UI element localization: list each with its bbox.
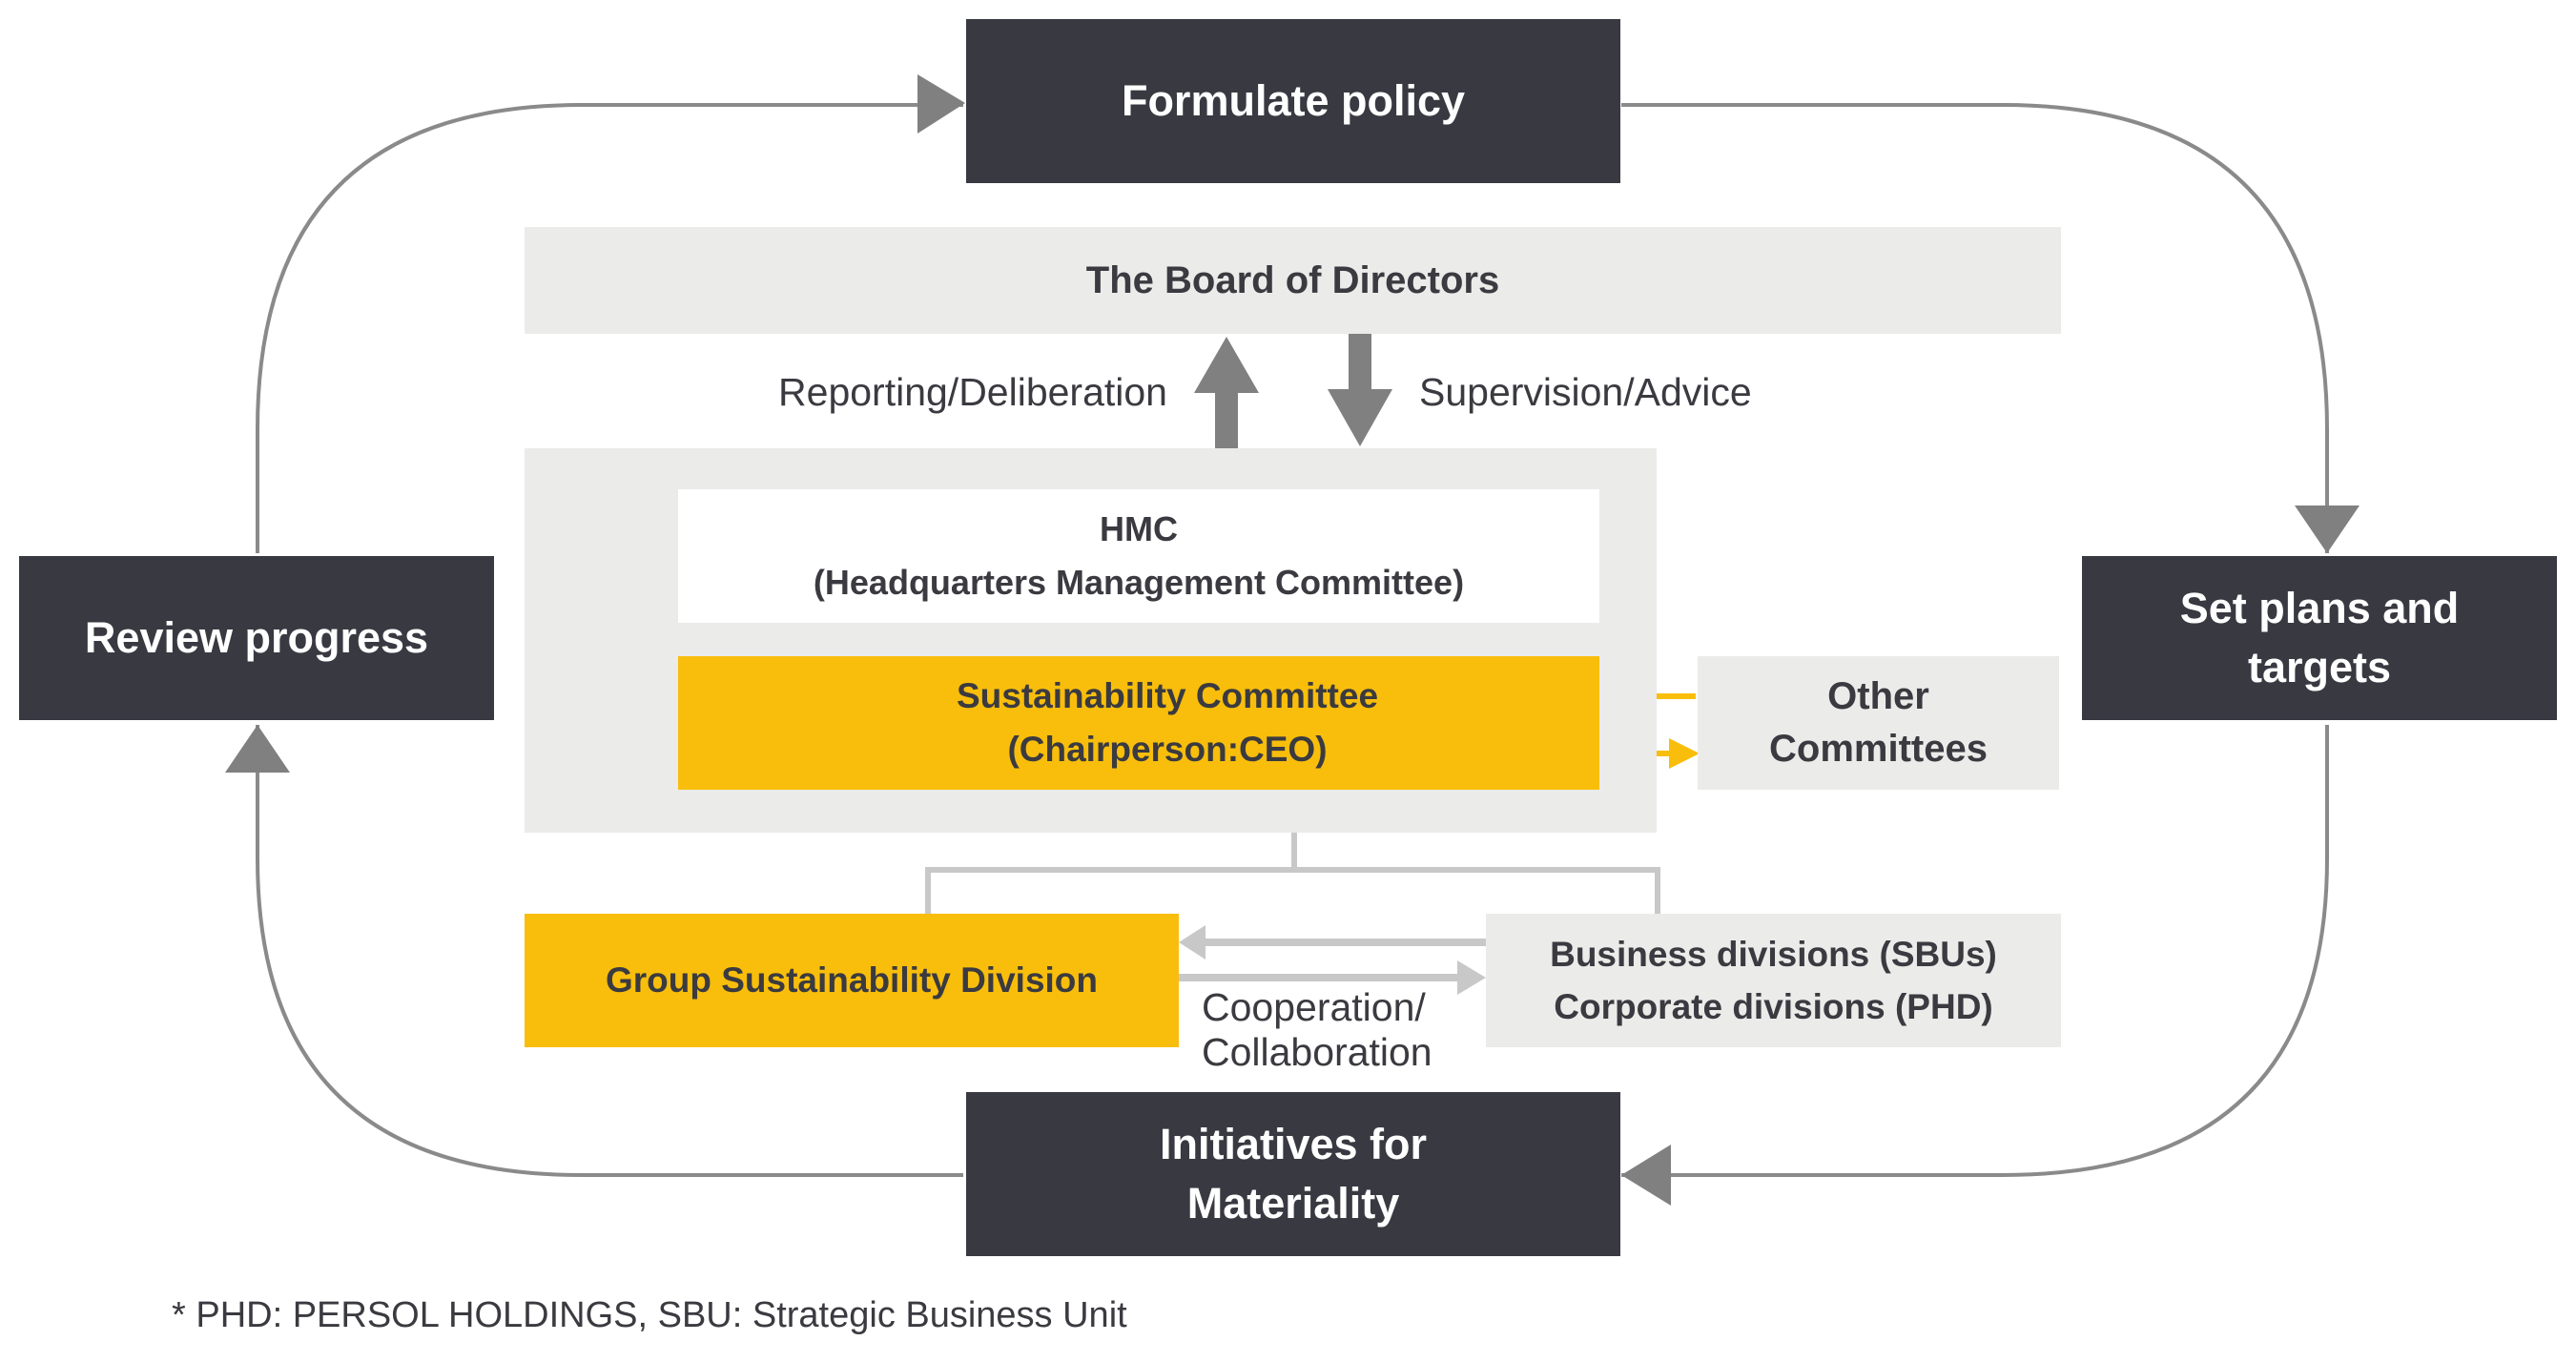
other-committees-box: Other Committees [1698, 656, 2059, 790]
cooperation-line1: Cooperation/ [1202, 985, 1426, 1029]
business-divisions-box: Business divisions (SBUs) Corporate divi… [1486, 914, 2061, 1047]
review-progress-label: Review progress [84, 613, 429, 662]
initiatives-line2: Materiality [1186, 1179, 1400, 1228]
division-tree-connector [925, 833, 1660, 914]
arrow-to-formulate [917, 74, 965, 134]
arrow-to-business-divisions [1457, 960, 1486, 995]
other-committees-line2: Committees [1769, 728, 1988, 770]
supervision-label: Supervision/Advice [1419, 370, 1752, 414]
hmc-box: HMC (Headquarters Management Committee) [678, 489, 1599, 623]
formulate-policy-label: Formulate policy [1121, 76, 1466, 125]
hmc-title: HMC [1100, 509, 1178, 548]
hmc-subtitle: (Headquarters Management Committee) [813, 563, 1465, 602]
reporting-label: Reporting/Deliberation [778, 370, 1167, 414]
set-plans-line1: Set plans and [2179, 584, 2460, 632]
other-committees-line1: Other [1827, 675, 1929, 717]
reporting-arrow-shaft [1215, 391, 1238, 448]
cooperation-line2: Collaboration [1202, 1030, 1432, 1074]
sustainability-committee-box: Sustainability Committee (Chairperson:CE… [678, 656, 1599, 790]
business-divisions-line2: Corporate divisions (PHD) [1554, 987, 1993, 1026]
arrow-to-initiatives [1621, 1145, 1671, 1206]
arrow-to-set-plans [2295, 506, 2360, 553]
sustainability-committee-title: Sustainability Committee [956, 676, 1379, 715]
sustainability-committee-subtitle: (Chairperson:CEO) [1007, 730, 1328, 769]
arrow-to-group-division [1179, 925, 1206, 960]
review-progress-box: Review progress [19, 556, 494, 720]
board-title: The Board of Directors [1085, 258, 1500, 301]
supervision-arrow-shaft [1349, 334, 1371, 391]
board-of-directors-box: The Board of Directors [525, 227, 2061, 334]
supervision-arrow-head [1328, 389, 1392, 446]
initiatives-box: Initiatives for Materiality [966, 1092, 1620, 1256]
set-plans-box: Set plans and targets [2082, 556, 2557, 720]
arrow-to-review [225, 725, 290, 773]
initiatives-line1: Initiatives for [1159, 1120, 1428, 1168]
set-plans-line2: targets [2247, 643, 2392, 691]
arrow-to-other-committees [1669, 738, 1700, 769]
business-divisions-line1: Business divisions (SBUs) [1550, 935, 1997, 974]
cycle-loop [256, 103, 2329, 1177]
reporting-arrow-head [1194, 337, 1259, 393]
footnote: * PHD: PERSOL HOLDINGS, SBU: Strategic B… [172, 1295, 1127, 1335]
formulate-policy-box: Formulate policy [966, 19, 1620, 183]
cooperation-label: Cooperation/ Collaboration [1202, 985, 1432, 1075]
group-sustainability-division-label: Group Sustainability Division [605, 960, 1098, 1000]
group-sustainability-division-box: Group Sustainability Division [525, 914, 1179, 1047]
